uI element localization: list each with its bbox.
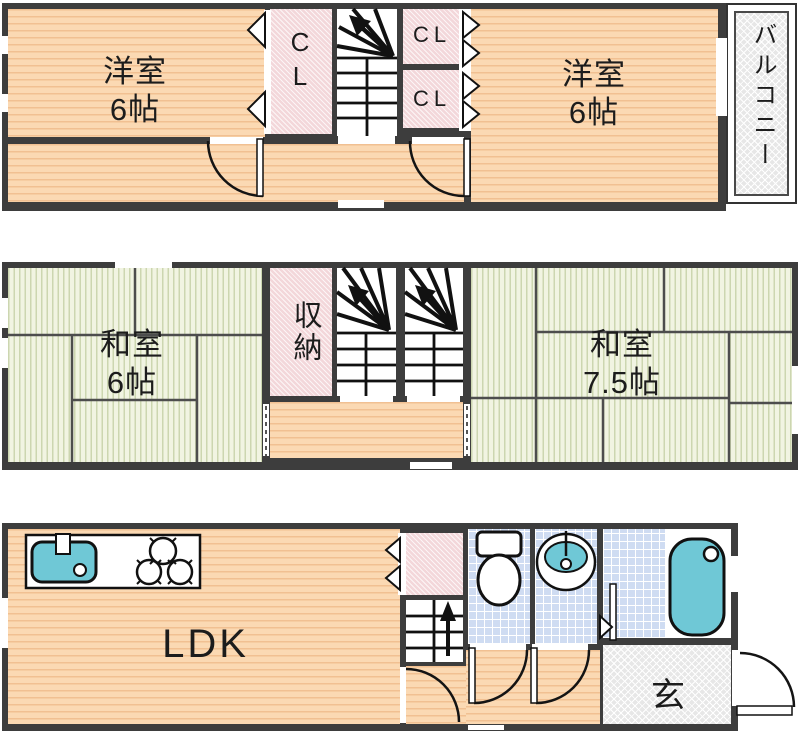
room-size: 6帖 [106,365,158,400]
western-room-right [471,9,718,202]
label-storage: 収納 [289,300,321,364]
label-closet-right-bottom: CL [412,86,452,111]
label-balcony: バルコニー [749,22,776,172]
front-door-leaf [736,705,793,716]
bathroom-tiled-area [603,529,665,638]
balcony-deck [734,11,789,196]
room-size: 6帖 [568,95,620,130]
middle-staircase-right-well [405,268,463,396]
label-japanese-room-7-5: 和室 7.5帖 [542,326,702,402]
upper-hallway [8,144,464,202]
room-size: 6帖 [109,92,161,127]
label-entrance: 玄 [651,677,685,715]
room-name: 洋室 [103,54,167,89]
closet-right-top [403,9,463,64]
western-room-left [8,9,265,137]
middle-hallway [270,402,463,458]
door-arc-front-door [739,651,796,708]
toilet-room [468,529,530,644]
label-western-room-right: 洋室 6帖 [527,56,661,132]
entrance-genkan [603,645,731,724]
label-ldk: LDK [162,622,249,666]
room-name: 洋室 [562,57,626,92]
closet-left [270,9,332,134]
room-name: 和室 [590,327,654,362]
room-name: 和室 [100,327,164,362]
balcony [726,3,797,204]
lower-staircase-well [406,600,463,662]
label-closet-left: CL [285,27,315,95]
washroom [535,529,597,644]
label-western-room-left: 洋室 6帖 [68,53,202,129]
hall-under-stairs [406,666,468,724]
middle-staircase-left-well [337,268,396,396]
lower-floor [2,523,738,731]
label-japanese-room-6: 和室 6帖 [62,326,202,402]
lower-closet [406,533,463,595]
label-closet-right-top: CL [412,22,452,47]
upper-staircase-well [337,9,397,136]
lower-hallway [466,650,600,724]
room-size: 7.5帖 [582,365,662,400]
bathtub-area [665,529,731,638]
closet-right-bottom [403,70,463,128]
